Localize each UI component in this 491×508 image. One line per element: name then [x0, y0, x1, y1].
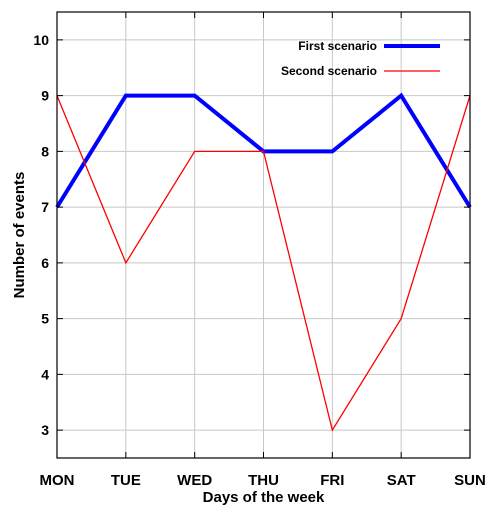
- y-tick-label: 9: [41, 88, 49, 104]
- y-tick-label: 5: [41, 311, 49, 327]
- x-tick-label: SAT: [387, 472, 416, 489]
- series-layer: [55, 92, 472, 432]
- y-axis-label: Number of events: [11, 172, 28, 299]
- y-tick-label: 10: [33, 32, 49, 48]
- x-tick-label: THU: [248, 472, 279, 489]
- x-tick-label: WED: [177, 472, 212, 489]
- axis-ticks: MON TUE WED THU FRI SAT SUN 3 4 5 6 7 8 9 10: [33, 12, 486, 489]
- x-axis-label: Days of the week: [203, 489, 325, 506]
- x-tick-label: MON: [40, 472, 75, 489]
- y-tick-label: 7: [41, 199, 49, 215]
- y-tick-label: 6: [41, 255, 49, 271]
- y-tick-label: 8: [41, 143, 49, 159]
- legend-label: First scenario: [298, 39, 377, 53]
- y-tick-label: 3: [41, 422, 49, 438]
- x-tick-label: FRI: [320, 472, 344, 489]
- x-tick-label: TUE: [111, 472, 141, 489]
- x-tick-label: SUN: [454, 472, 486, 489]
- grid-lines: [56, 12, 471, 458]
- y-tick-label: 4: [41, 366, 49, 382]
- legend-label: Second scenario: [281, 64, 377, 78]
- series-line-2: [56, 95, 471, 432]
